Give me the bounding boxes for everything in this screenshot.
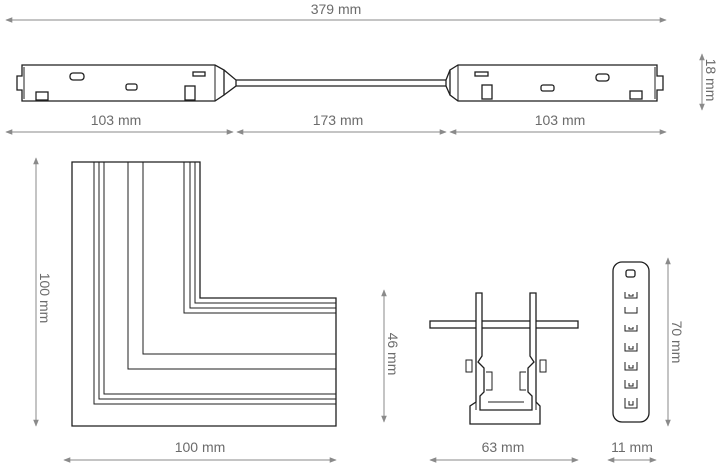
insert-height-label: 70 mm <box>669 321 685 364</box>
insert-strip-body <box>612 261 650 423</box>
connector-left-block <box>16 64 237 102</box>
connector-right-block <box>445 64 664 102</box>
corner-profile-outline <box>71 161 337 427</box>
total-length-label: 379 mm <box>311 1 362 17</box>
corner-height-label: 100 mm <box>37 273 53 324</box>
corner-connector-drawing: 100 mm 100 mm <box>33 157 337 463</box>
track-profile-section <box>429 292 579 425</box>
connector-cable <box>236 79 446 87</box>
left-block-label: 103 mm <box>91 112 142 128</box>
insert-strip-drawing: 70 mm 11 mm <box>607 257 685 463</box>
profile-width-label: 63 mm <box>482 439 525 455</box>
corner-width-label: 100 mm <box>175 439 226 455</box>
insert-width-label: 11 mm <box>611 439 653 455</box>
right-block-label: 103 mm <box>535 112 586 128</box>
connector-height-label: 18 mm <box>703 59 719 102</box>
flexible-connector-drawing: 379 mm <box>5 1 719 135</box>
track-profile-drawing: 46 mm 63 mm <box>381 289 579 463</box>
profile-height-label: 46 mm <box>385 333 401 376</box>
cable-length-label: 173 mm <box>313 112 364 128</box>
